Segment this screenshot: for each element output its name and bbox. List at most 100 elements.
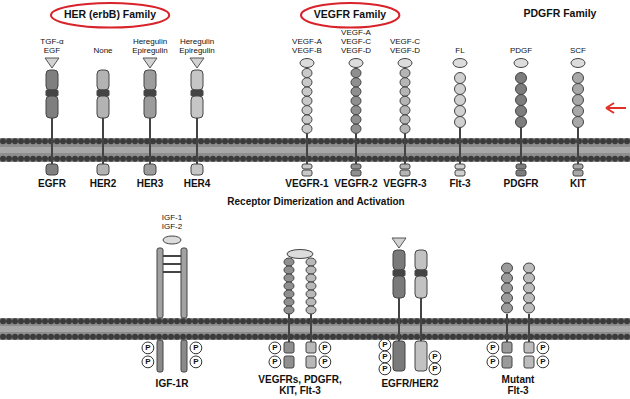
receptor-loop [400, 115, 410, 124]
kinase-domain [191, 164, 203, 175]
receptor-loop [302, 87, 312, 96]
phosphate-mark: P [540, 344, 545, 353]
kinase-domain [393, 341, 405, 371]
section-heading: Receptor Dimerization and Activation [227, 196, 404, 207]
receptor-domain [97, 96, 109, 118]
disulfide-bond [163, 271, 181, 273]
receptor-loop [302, 96, 312, 105]
ligand-name: PDGF [510, 47, 532, 56]
receptor-name: VEGFR-2 [334, 178, 377, 189]
red-arrow [608, 107, 626, 109]
ligand-name: IGF-1 IGF-2 [160, 214, 184, 232]
ligand-shape [45, 58, 59, 68]
ligand-shape [143, 58, 157, 68]
family-ellipse: VEGFR Family [300, 2, 400, 29]
phosphate-outline [269, 342, 281, 354]
receptor-loop [284, 282, 294, 290]
phosphate-outline [319, 342, 331, 354]
receptor-name: VEGFRs, PDGFR, KIT, Flt-3 [253, 374, 347, 396]
receptor-loop [284, 266, 294, 274]
kinase-domain [284, 356, 294, 368]
receptor-loop [502, 293, 513, 303]
receptor-domain [144, 70, 156, 90]
receptor-domain [415, 250, 427, 270]
phosphate-outline [142, 356, 154, 368]
receptor-loop [306, 266, 316, 274]
receptor-stalk [577, 124, 579, 164]
receptor-loop [302, 124, 312, 133]
receptor-stalk [288, 310, 290, 342]
receptor-stalk [398, 298, 400, 342]
disulfide-bond [163, 263, 181, 265]
receptor-stalk [310, 310, 312, 342]
ligand-name: FL [455, 47, 464, 56]
phosphate-circle: P [268, 355, 282, 369]
phosphate-outline [429, 351, 441, 363]
receptor-loop [306, 298, 316, 306]
receptor-loop [306, 258, 316, 266]
phosphate-mark: P [382, 365, 387, 374]
receptor-loop [400, 96, 410, 105]
cell-membrane [0, 318, 630, 340]
phosphate-circle: P [318, 355, 332, 369]
receptor-name: PDGFR [504, 178, 539, 189]
receptor-domain [393, 276, 405, 298]
kinase-domain [573, 164, 583, 169]
phosphate-circle: P [141, 341, 155, 355]
phosphate-outline [537, 356, 549, 368]
family-title: PDGFR Family [524, 8, 597, 20]
receptor-domain [393, 250, 405, 270]
receptor-stalk [459, 124, 461, 164]
receptor-name: EGFR [38, 178, 66, 189]
kinase-domain [524, 342, 534, 353]
phosphate-outline [142, 342, 154, 354]
receptor-loop [455, 117, 466, 128]
phosphate-outline [379, 351, 391, 363]
receptor-name: EGFR/HER2 [381, 378, 438, 389]
receptor-loop [400, 124, 410, 133]
kinase-domain [157, 340, 163, 372]
receptor-loop [516, 73, 527, 84]
ligand-shape [287, 250, 313, 259]
ligand-shape [300, 59, 314, 68]
phosphate-mark: P [432, 365, 437, 374]
receptor-loop [284, 274, 294, 282]
cysteine-rich-band [415, 270, 427, 276]
phosphate-circle: P [189, 355, 203, 369]
receptor-loop [351, 78, 361, 87]
phosphate-outline [429, 363, 441, 375]
receptor-stalk [102, 118, 104, 164]
receptor-loop [455, 73, 466, 84]
ligand-shape [398, 59, 412, 68]
phosphate-circle: P [189, 341, 203, 355]
receptor-loop [306, 290, 316, 298]
phosphate-circle: P [141, 355, 155, 369]
phosphate-mark: P [145, 358, 150, 367]
receptor-loop [306, 282, 316, 290]
ligand-name: TGF-α EGF [39, 38, 65, 56]
cysteine-rich-band [393, 270, 405, 276]
receptor-loop [351, 87, 361, 96]
kinase-domain [284, 342, 294, 353]
kinase-domain [400, 170, 410, 176]
receptor-loop [524, 303, 535, 313]
family-title: HER (erbB) Family [64, 9, 156, 21]
ligand-name: VEGF-A VEGF-C VEGF-D [339, 29, 373, 55]
phosphate-mark: P [540, 358, 545, 367]
phosphate-mark: P [490, 358, 495, 367]
family-title: VEGFR Family [314, 9, 386, 21]
receptor-stalk [506, 314, 508, 342]
receptor-loop [400, 68, 410, 77]
phosphate-outline [319, 356, 331, 368]
receptor-domain [157, 248, 163, 318]
ligand-name: None [93, 47, 112, 56]
phosphate-mark: P [490, 344, 495, 353]
phosphate-mark: P [382, 341, 387, 350]
receptor-loop [284, 298, 294, 306]
phosphate-outline [190, 356, 202, 368]
receptor-name: HER4 [184, 178, 211, 189]
ligand-shape [571, 59, 585, 68]
receptor-loop [524, 263, 535, 273]
receptor-loop [516, 84, 527, 95]
